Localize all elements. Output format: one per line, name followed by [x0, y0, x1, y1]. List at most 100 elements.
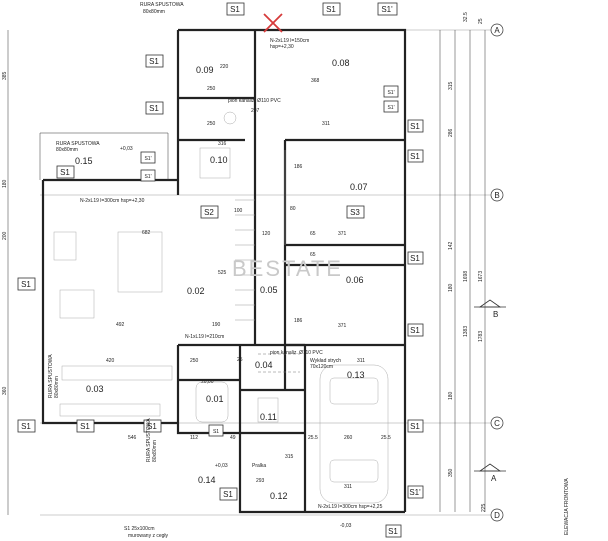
svg-text:0.05: 0.05: [260, 285, 278, 295]
furniture: [53, 111, 389, 504]
svg-text:0.09: 0.09: [196, 65, 214, 75]
svg-text:hsp=+2,30: hsp=+2,30: [270, 44, 294, 50]
svg-text:120: 120: [262, 231, 271, 237]
svg-text:-0,03: -0,03: [340, 523, 352, 529]
svg-text:250: 250: [207, 86, 216, 92]
right-dimensions: 315 286 142 180 180 350 1698 1673 1383 1…: [439, 12, 487, 512]
svg-text:+0,03: +0,03: [120, 146, 133, 152]
svg-text:1698: 1698: [463, 271, 469, 282]
svg-text:N-2xL19 l=150cm: N-2xL19 l=150cm: [270, 38, 309, 44]
svg-text:25.5: 25.5: [308, 435, 318, 441]
svg-text:65: 65: [310, 231, 316, 237]
svg-text:225: 225: [481, 503, 487, 512]
svg-text:S1 25x100cm: S1 25x100cm: [124, 526, 155, 532]
svg-text:25.5: 25.5: [381, 435, 391, 441]
svg-text:S1': S1': [387, 90, 394, 96]
svg-text:S1: S1: [223, 490, 233, 499]
svg-text:S1': S1': [387, 105, 394, 111]
svg-text:RURA SPUSTOWA: RURA SPUSTOWA: [146, 418, 152, 462]
svg-text:S1: S1: [326, 5, 336, 14]
svg-text:315: 315: [448, 81, 454, 90]
svg-text:80x80mm: 80x80mm: [152, 440, 158, 462]
svg-text:0.07: 0.07: [350, 182, 368, 192]
inner-dimensions: 220 250 368 311 250 316 207 682 525 492 …: [106, 64, 391, 490]
svg-text:0.12: 0.12: [270, 491, 288, 501]
svg-text:260: 260: [344, 435, 353, 441]
svg-text:25: 25: [237, 357, 243, 363]
svg-text:100: 100: [234, 208, 243, 214]
svg-text:S1: S1: [230, 5, 240, 14]
interior-walls: [176, 30, 405, 512]
svg-text:D: D: [494, 511, 500, 520]
svg-text:S1: S1: [147, 422, 157, 431]
svg-text:0.11: 0.11: [260, 412, 277, 422]
svg-text:S1: S1: [60, 168, 70, 177]
svg-text:N-2xL19 l=300cm hsp=+2,25: N-2xL19 l=300cm hsp=+2,25: [318, 504, 383, 510]
stairs: [235, 150, 286, 321]
svg-text:311: 311: [322, 121, 330, 127]
svg-text:S1: S1: [410, 122, 420, 131]
svg-text:RURA SPUSTOWA: RURA SPUSTOWA: [56, 141, 100, 147]
svg-text:S1: S1: [410, 254, 420, 263]
svg-text:+0,03: +0,03: [215, 463, 228, 469]
svg-text:S1: S1: [149, 104, 159, 113]
axis-a: A: [490, 23, 504, 37]
svg-text:80: 80: [290, 206, 296, 212]
svg-text:S1': S1': [381, 5, 393, 14]
axis-b: B: [490, 188, 504, 202]
svg-text:186: 186: [294, 318, 303, 324]
svg-text:142: 142: [448, 241, 454, 250]
svg-text:S1': S1': [144, 174, 151, 180]
svg-text:S1: S1: [80, 422, 90, 431]
svg-text:492: 492: [116, 322, 125, 328]
svg-text:S1: S1: [21, 280, 31, 289]
annotations: RURA SPUSTOWA 80x80mm RURA SPUSTOWA 80x8…: [48, 2, 570, 539]
svg-text:0.01: 0.01: [206, 394, 224, 404]
svg-text:207: 207: [251, 108, 260, 114]
section-mark-a: A: [474, 463, 506, 483]
svg-text:385: 385: [2, 71, 8, 80]
svg-text:pion kanaliz. Ø110 PVC: pion kanaliz. Ø110 PVC: [270, 350, 323, 356]
watermark: BESTATE: [232, 256, 343, 281]
axis-c: C: [490, 416, 504, 430]
svg-text:311: 311: [357, 358, 365, 364]
svg-text:250: 250: [207, 121, 216, 127]
svg-text:C: C: [494, 419, 500, 428]
svg-text:112: 112: [190, 435, 198, 441]
svg-text:525: 525: [218, 270, 227, 276]
section-mark-b: B: [474, 299, 506, 319]
cross-mark-icon: [263, 13, 283, 33]
svg-text:A: A: [494, 26, 500, 35]
svg-text:316: 316: [218, 141, 227, 147]
svg-text:180: 180: [448, 283, 454, 292]
svg-text:S1: S1: [21, 422, 31, 431]
svg-text:S1: S1: [388, 527, 398, 536]
svg-text:0.06: 0.06: [346, 275, 364, 285]
svg-text:293: 293: [256, 478, 265, 484]
svg-text:200: 200: [2, 231, 8, 240]
svg-text:80x80mm: 80x80mm: [143, 9, 165, 15]
svg-text:S1: S1: [410, 422, 420, 431]
svg-text:Wykład strych: Wykład strych: [310, 358, 341, 364]
svg-text:B: B: [494, 191, 499, 200]
svg-text:80x80mm: 80x80mm: [54, 376, 60, 398]
svg-text:286: 286: [448, 128, 454, 137]
svg-text:546: 546: [128, 435, 137, 441]
svg-text:0.08: 0.08: [332, 58, 350, 68]
svg-text:371: 371: [338, 231, 347, 237]
svg-text:368: 368: [311, 78, 320, 84]
svg-text:S1': S1': [144, 156, 151, 162]
svg-text:80x80mm: 80x80mm: [56, 147, 78, 153]
svg-text:32.5: 32.5: [463, 12, 469, 22]
svg-text:ELEWACJA FRONTOWA: ELEWACJA FRONTOWA: [564, 478, 570, 535]
svg-text:180: 180: [448, 391, 454, 400]
svg-text:N-2xL19 l=300cm hsp=+2,30: N-2xL19 l=300cm hsp=+2,30: [80, 198, 145, 204]
svg-text:682: 682: [142, 230, 151, 236]
svg-text:murowany z cegły: murowany z cegły: [128, 533, 169, 539]
svg-text:0.10: 0.10: [210, 155, 228, 165]
svg-text:311: 311: [344, 484, 352, 490]
axis-d: D: [490, 508, 504, 522]
svg-text:190: 190: [212, 322, 221, 328]
svg-text:315: 315: [285, 454, 294, 460]
